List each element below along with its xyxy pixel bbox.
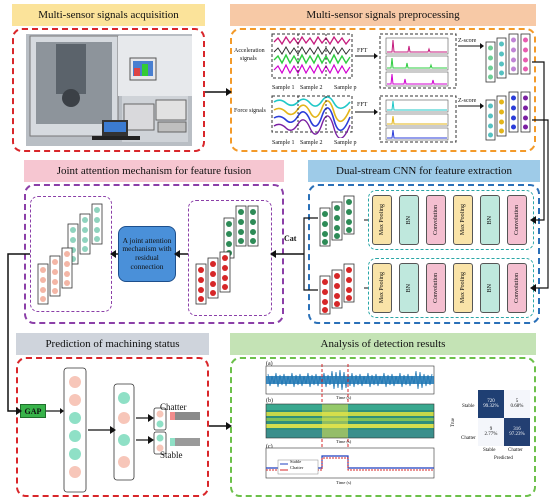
cm-tl-pct: 99.32%	[483, 404, 499, 409]
machine-photo	[26, 34, 192, 146]
time-label-a: Time (s)	[336, 395, 352, 400]
zscore-label-bottom: Z-score	[458, 98, 477, 104]
panel-prediction	[16, 357, 209, 497]
force-signals	[271, 95, 353, 138]
panel-preprocessing	[230, 28, 536, 152]
fft-label-top: FFT	[357, 48, 368, 54]
cm-tr-count: 5	[515, 399, 519, 404]
plot-a-label: (a)	[266, 361, 273, 367]
accel-label-2: signals	[240, 56, 257, 62]
accel-sample-p: Sample p	[334, 85, 357, 91]
time-label-c: Time (s)	[336, 480, 352, 485]
accel-sample-2: Sample 2	[300, 85, 323, 91]
cnn-bottom-layer-4: Max Pooling	[453, 263, 473, 313]
title-attention: Joint attention mechanism for feature fu…	[24, 160, 284, 182]
cnn-top-layer-1: Max Pooling	[372, 195, 392, 245]
cm-bl-pct: 2.77%	[484, 432, 498, 437]
time-label-b: Time (s)	[336, 439, 352, 444]
fft-label-bottom: FFT	[357, 102, 368, 108]
cnn-bottom-layer-3: Convolution	[426, 263, 446, 313]
cnn-bottom-layer-2: BN	[399, 263, 419, 313]
zscore-vectors-top	[485, 33, 531, 83]
panel-acquisition	[12, 28, 205, 152]
legend-stable: Stable	[290, 459, 302, 464]
accel-signals	[271, 33, 353, 79]
cnn-bottom-layer-5: BN	[480, 263, 500, 313]
cnn-top-layer-3: Convolution	[426, 195, 446, 245]
chatter-label: Chatter	[160, 402, 187, 412]
cm-row1: Stable	[462, 404, 475, 409]
force-label: Force signals	[234, 108, 266, 114]
cm-row2: Chatter	[461, 436, 476, 441]
title-prediction: Prediction of machining status	[16, 333, 209, 355]
cm-bl-count: 9	[489, 427, 493, 432]
force-spectrum	[379, 95, 457, 143]
cm-br-count: 316	[513, 427, 521, 432]
stable-label: Stable	[160, 450, 183, 460]
cm-cell-tr: 5 0.68%	[504, 390, 530, 418]
gap-box: GAP	[20, 404, 46, 418]
cnn-top-layer-6: Convolution	[507, 195, 527, 245]
legend-chatter: Chatter	[290, 465, 304, 470]
title-analysis: Analysis of detection results	[230, 333, 536, 355]
accel-label-1: Acceleration	[234, 48, 265, 54]
cm-cell-bl: 9 2.77%	[478, 418, 504, 446]
attention-box: A joint attention mechanism with residua…	[118, 226, 176, 282]
title-preprocessing: Multi-sensor signals preprocessing	[230, 4, 536, 26]
force-sample-1: Sample 1	[272, 140, 295, 146]
panel-analysis	[230, 357, 536, 497]
analysis-plots	[265, 364, 435, 479]
cnn-top-layer-2: BN	[399, 195, 419, 245]
cm-cell-br: 316 97.23%	[504, 418, 530, 446]
attention-input-features	[195, 205, 259, 305]
cm-col1: Stable	[483, 448, 496, 453]
cnn-feature-bottom	[319, 263, 355, 315]
cnn-bottom-layer-1: Max Pooling	[372, 263, 392, 313]
prediction-network	[63, 367, 200, 493]
plot-c-label: (c)	[266, 444, 273, 450]
zscore-label-top: Z-score	[458, 38, 477, 44]
accel-spectrum	[379, 33, 457, 89]
force-sample-p: Sample p	[334, 140, 357, 146]
plot-b-label: (b)	[266, 398, 273, 404]
attention-box-text: A joint attention mechanism with residua…	[122, 235, 172, 271]
cm-col2: Chatter	[508, 448, 523, 453]
cm-xlabel: Predicted	[494, 456, 513, 461]
cm-br-pct: 97.23%	[509, 432, 525, 437]
cnn-bottom-layer-6: Convolution	[507, 263, 527, 313]
attention-output-features	[37, 203, 103, 305]
title-acquisition: Multi-sensor signals acquisition	[12, 4, 205, 26]
accel-sample-1: Sample 1	[272, 85, 295, 91]
cnn-feature-top	[319, 195, 355, 247]
cat-label: Cat	[284, 234, 297, 243]
cnn-top-layer-5: BN	[480, 195, 500, 245]
cm-tr-pct: 0.68%	[510, 404, 524, 409]
force-sample-2: Sample 2	[300, 140, 323, 146]
zscore-vectors-bottom	[485, 91, 531, 141]
cm-tl-count: 720	[487, 399, 495, 404]
attention-input-group	[188, 200, 272, 316]
cm-cell-tl: 720 99.32%	[478, 390, 504, 418]
gap-label: GAP	[24, 406, 42, 416]
panel-cnn	[308, 184, 540, 324]
title-cnn: Dual-stream CNN for feature extraction	[308, 160, 540, 182]
cnn-top-layer-4: Max Pooling	[453, 195, 473, 245]
